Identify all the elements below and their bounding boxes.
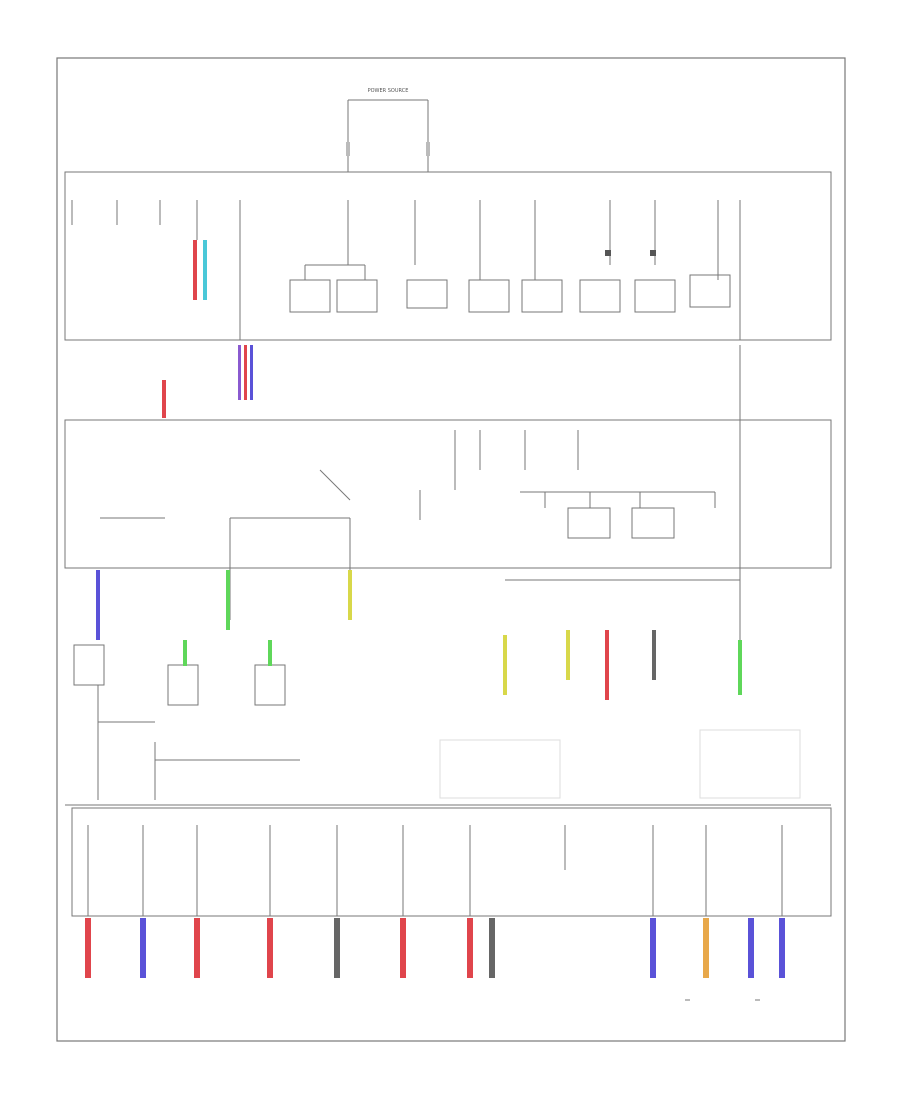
inter-block-wires xyxy=(75,345,831,421)
upper-fuses xyxy=(71,200,741,340)
fuse-block-lower xyxy=(71,807,832,917)
lower-fuses xyxy=(87,825,783,916)
bottom-wires xyxy=(85,918,785,978)
power-source-top: POWER SOURCE xyxy=(346,88,430,172)
fuse-block-middle xyxy=(64,419,832,569)
fuse-block-upper xyxy=(64,171,832,341)
middle-components xyxy=(100,420,741,640)
left-relays xyxy=(73,570,352,800)
power-source-label: POWER SOURCE xyxy=(368,88,409,94)
right-outputs xyxy=(439,630,801,799)
upper-fuse-wires xyxy=(193,240,656,300)
diagram-frame xyxy=(56,57,846,1042)
